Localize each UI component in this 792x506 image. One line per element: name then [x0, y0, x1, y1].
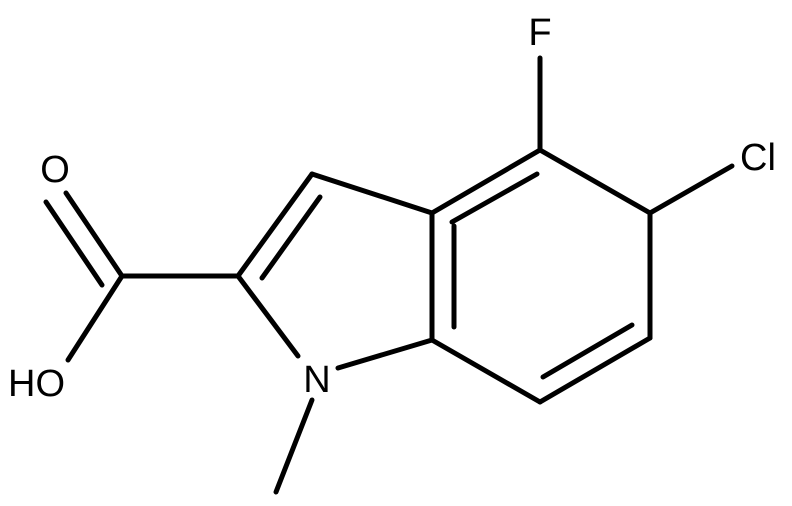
- bond-c2-n1: [235, 273, 301, 359]
- chlorine-atom-label: Cl: [740, 137, 776, 179]
- bond-c4-c5: [537, 147, 653, 216]
- bond-c6-c7-inner: [540, 322, 635, 380]
- bond-c6-c7: [537, 335, 653, 405]
- bond-c3a-c4: [429, 147, 543, 216]
- bond-c3-c2-inner: [259, 194, 323, 281]
- bond-c3a-c4-inner: [449, 171, 540, 225]
- bond-n1-methyl: [273, 397, 315, 495]
- bond-c7-c7a: [429, 337, 543, 405]
- bond-carboxyl-oh: [65, 273, 125, 363]
- hydroxyl-atom-label: HO: [8, 363, 65, 405]
- bond-c3a-c3: [309, 171, 435, 216]
- nitrogen-atom-label: N: [303, 359, 330, 401]
- oxygen-atom-label: O: [40, 149, 70, 191]
- bond-carboxyl-o-double-b: [43, 199, 105, 288]
- fluorine-atom-label: F: [528, 12, 551, 54]
- bond-c3-c2: [235, 171, 315, 279]
- bond-carboxyl-o-double-a: [63, 190, 125, 279]
- bond-c5-cl: [647, 163, 735, 216]
- bond-n1-c7a: [335, 337, 435, 371]
